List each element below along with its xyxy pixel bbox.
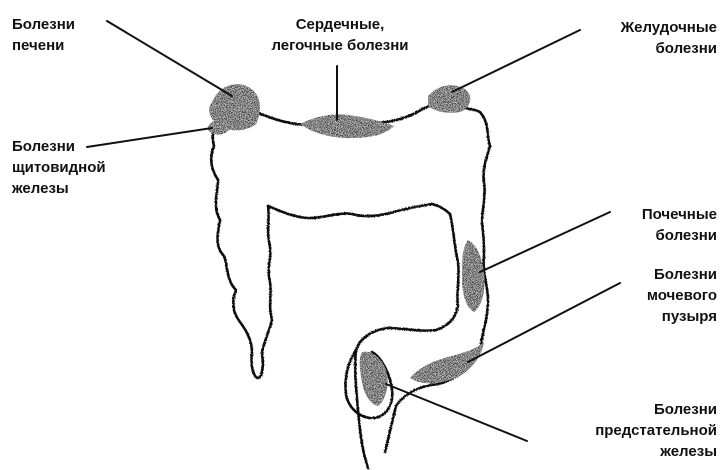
- label-heart-lung-diseases: Сердечные, легочные болезни: [230, 14, 450, 56]
- label-line: мочевого: [647, 285, 717, 306]
- colon-outer-left: [211, 102, 490, 452]
- zone-kidney: [462, 240, 485, 312]
- label-bladder-diseases: Болезни мочевого пузыря: [647, 264, 717, 327]
- label-line: предстательной: [595, 420, 717, 441]
- label-line: легочные болезни: [230, 35, 450, 56]
- label-line: Болезни: [647, 264, 717, 285]
- label-prostate-diseases: Болезни предстательной железы: [595, 399, 717, 462]
- leader-stomach: [452, 30, 580, 92]
- leader-thyroid: [87, 128, 212, 147]
- label-thyroid-diseases: Болезни щитовидной железы: [12, 136, 106, 199]
- colon-outline: [211, 102, 490, 468]
- label-line: Почечные: [642, 204, 717, 225]
- label-line: Болезни: [12, 14, 75, 35]
- leader-liver: [107, 21, 232, 96]
- zone-bladder: [410, 342, 484, 383]
- leader-lines: [87, 21, 620, 441]
- label-stomach-diseases: Желудочные болезни: [621, 17, 717, 59]
- label-line: Сердечные,: [230, 14, 450, 35]
- label-line: болезни: [642, 225, 717, 246]
- appendix: [251, 353, 262, 378]
- label-kidney-diseases: Почечные болезни: [642, 204, 717, 246]
- leader-prostate: [386, 384, 527, 441]
- label-line: Болезни: [595, 399, 717, 420]
- label-line: Болезни: [12, 136, 106, 157]
- leader-bladder: [468, 283, 620, 362]
- label-line: Желудочные: [621, 17, 717, 38]
- shaded-zones: [208, 84, 485, 406]
- label-line: железы: [595, 441, 717, 462]
- label-line: щитовидной: [12, 157, 106, 178]
- label-line: пузыря: [647, 306, 717, 327]
- leader-kidney: [480, 212, 610, 272]
- label-liver-diseases: Болезни печени: [12, 14, 75, 56]
- zone-heart-lungs: [300, 114, 394, 138]
- colon-inner-right: [355, 214, 458, 468]
- label-line: болезни: [621, 38, 717, 59]
- zone-prostate: [360, 352, 388, 406]
- colon-inner-top: [268, 204, 450, 218]
- zone-stomach: [428, 85, 470, 113]
- label-line: железы: [12, 178, 106, 199]
- colon-inner-left: [262, 206, 272, 353]
- label-line: печени: [12, 35, 75, 56]
